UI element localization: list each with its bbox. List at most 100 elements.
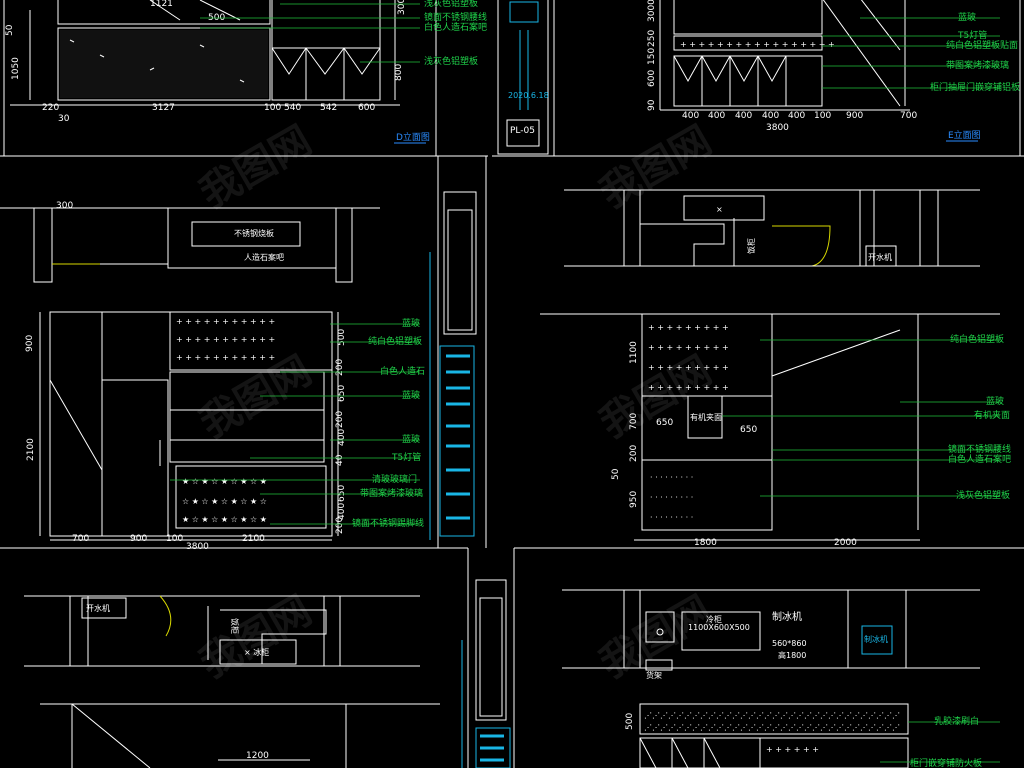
rdim-40: 40: [335, 454, 345, 466]
rdim-650: 650: [337, 385, 347, 402]
dim-30: 30: [58, 114, 70, 124]
label-fireproof-board: 柜门嵌穿铺防火板: [910, 757, 982, 768]
dim-1050: 1050: [11, 57, 21, 80]
title-date: 2020.6.18: [508, 91, 549, 100]
svg-text:· · · · · · · · ·: · · · · · · · · ·: [650, 513, 693, 522]
dim-90: 90: [647, 99, 657, 111]
svg-text:+ + + + + + + + +: + + + + + + + + +: [648, 343, 729, 352]
ice-maker-size: 560*860: [772, 639, 807, 648]
dim-542: 542: [320, 103, 337, 113]
title-block-top: 2020.6.18 PL-05: [497, 0, 549, 155]
cooler-size: 1100X600X500: [688, 623, 750, 632]
svg-text:★ ☆ ★ ☆ ★ ☆ ★ ☆ ★: ★ ☆ ★ ☆ ★ ☆ ★ ☆ ★: [182, 515, 267, 524]
dim-150: 150: [647, 48, 657, 65]
svg-text:★ ☆ ★ ☆ ★ ☆ ★ ☆ ★: ★ ☆ ★ ☆ ★ ☆ ★ ☆ ★: [182, 477, 267, 486]
dim-700: 700: [900, 111, 917, 121]
dim-1100: 1100: [629, 341, 639, 364]
label-door-panel: 柜门抽屉门嵌穿铺铝板: [930, 81, 1020, 93]
label-latex-paint: 乳胶漆刷白: [934, 715, 979, 727]
plan-label-cooler: 冷柜: [706, 614, 722, 624]
watermark-1: 我图网: [192, 117, 319, 217]
label-gray-panel-2: 浅灰色铝塑板: [424, 55, 478, 67]
svg-text:+ + + + + + + + +: + + + + + + + + +: [648, 383, 729, 392]
dim-100: 100: [166, 534, 183, 544]
title-block-bottom: [461, 548, 515, 768]
label-stone-top: 白色人造石案吧: [424, 21, 487, 33]
label-steel-kick: 镜面不锈钢踢脚线: [352, 517, 424, 529]
dim-650-b: 650: [740, 425, 757, 435]
title-block-middle: [429, 191, 477, 540]
dim-2100: 2100: [242, 534, 265, 544]
label-white-panel: 纯白色铝塑板: [368, 335, 422, 347]
dim-500: 500: [625, 713, 635, 730]
plan-label-rice-cabinet-b: 饭柜: [230, 618, 240, 634]
dim-650: 650: [656, 418, 673, 428]
rdim-200-c: 200: [335, 517, 345, 534]
label-gray-panel: 浅灰色铝塑板: [424, 0, 478, 9]
dim-400-e: 400: [788, 111, 805, 121]
svg-text:+ + + + + + + + + + + + + + +: + + + + + + + + + + + + + + + + +: [680, 40, 835, 49]
svg-text:⋰⋰⋰⋰⋰⋰⋰⋰⋰⋰⋰⋰⋰⋰⋰⋰⋰⋰⋰⋰⋰⋰⋰⋰⋰⋰⋰⋰⋰⋰: ⋰⋰⋰⋰⋰⋰⋰⋰⋰⋰⋰⋰⋰⋰⋰⋰⋰⋰⋰⋰⋰⋰⋰⋰⋰⋰⋰⋰⋰⋰⋰⋰: [644, 711, 900, 720]
plan-label-boiler-b: 开水机: [86, 603, 110, 613]
dim-100: 100: [264, 103, 281, 113]
dim-3800: 3800: [186, 542, 209, 552]
plan-label-rice-cabinet: 饭柜: [746, 238, 756, 254]
rdim-400: 400: [337, 429, 347, 446]
panel-bottom-right: 冷柜 1100X600X500 制冰机 560*860 高1800 制冰机 货架…: [514, 547, 1024, 768]
label-pattern-glass: 带图案烤漆玻璃: [360, 487, 423, 499]
label-blue-glass: 蓝玻: [986, 395, 1004, 407]
hatch-crosses: + + + + + + + + + + + + + + + + + + + + …: [176, 317, 275, 362]
dim-1121: 1121: [150, 0, 173, 9]
device-label: 有机夹面: [690, 412, 722, 422]
svg-text:× 冰柜: × 冰柜: [244, 647, 269, 657]
dim-600: 600: [358, 103, 375, 113]
rdim-500: 500: [337, 329, 347, 346]
dim-700: 700: [72, 534, 89, 544]
dim-900: 900: [25, 335, 35, 352]
dim-900: 900: [130, 534, 147, 544]
hatch-crosses-mr: + + + + + + + + + + + + + + + + + + + + …: [648, 323, 729, 392]
dim-400-d: 400: [762, 111, 779, 121]
watermark-5: 我图网: [192, 587, 319, 687]
dim-220: 220: [42, 103, 59, 113]
dim-250: 250: [647, 30, 657, 47]
dim-950: 950: [629, 491, 639, 508]
svg-text:· · · · · · · · ·: · · · · · · · · ·: [650, 493, 693, 502]
panel-e-elevation: + + + + + + + + + + + + + + + + + 3000 1…: [553, 0, 1021, 157]
hatch-stars: + + + + + + + + + + + + + + + + +: [680, 40, 835, 49]
label-pattern-glass: 带图案烤漆玻璃: [946, 59, 1009, 71]
dim-400-a: 400: [682, 111, 699, 121]
plan-dim-300: 300: [56, 201, 73, 211]
svg-text:+ + + + + +: + + + + + +: [766, 745, 819, 754]
svg-text:+ + + + + + + + + +: + + + + + + + + + + +: [176, 353, 275, 362]
svg-text:+ + + + + + + + +: + + + + + + + + +: [648, 323, 729, 332]
label-stone-top: 白色人造石案吧: [948, 453, 1011, 465]
label-t5-light: T5灯管: [391, 451, 421, 463]
label-blue-glass-3: 蓝玻: [402, 433, 420, 445]
svg-text:☆ ★ ☆ ★ ☆ ★ ☆ ★ ☆: ☆ ★ ☆ ★ ☆ ★ ☆ ★ ☆: [182, 497, 267, 506]
plan-label-boiler: 开水机: [868, 252, 892, 262]
rdim-200-b: 200: [335, 411, 345, 428]
dim-800: 800: [394, 64, 404, 81]
dim-400-b: 400: [708, 111, 725, 121]
panel-bottom-left: 开水机 饭柜 × 冰柜 1200: [0, 547, 468, 768]
caption-e-elevation: E立面图: [948, 129, 981, 141]
dim-1800: 1800: [694, 538, 717, 548]
dim-2100: 2100: [26, 438, 36, 461]
plan-label-ice-maker: 制冰机: [772, 610, 802, 623]
dim-2000: 2000: [834, 538, 857, 548]
stone-texture: [69, 39, 245, 83]
dim-540: 540: [284, 103, 301, 113]
caption-d-elevation: D立面图: [396, 131, 430, 143]
rdim-400-b: 400: [337, 503, 347, 520]
plan-label-ice-maker-2: 制冰机: [864, 634, 888, 644]
panel-mid-right: × 饭柜 开水机 + + + + + + + + + + + + + + + +…: [492, 155, 1024, 548]
dim-300: 300: [397, 0, 407, 15]
plan-label-shelf: 货架: [646, 670, 662, 680]
svg-text:+ + + + + + + + + +: + + + + + + + + + + +: [176, 317, 275, 326]
label-white-panel: 纯白色铝塑板: [950, 333, 1004, 345]
dim-700: 700: [629, 413, 639, 430]
dim-50: 50: [611, 468, 621, 480]
label-blue-glass: 蓝玻: [958, 11, 976, 23]
label-organic-panel: 有机夹面: [974, 409, 1010, 421]
